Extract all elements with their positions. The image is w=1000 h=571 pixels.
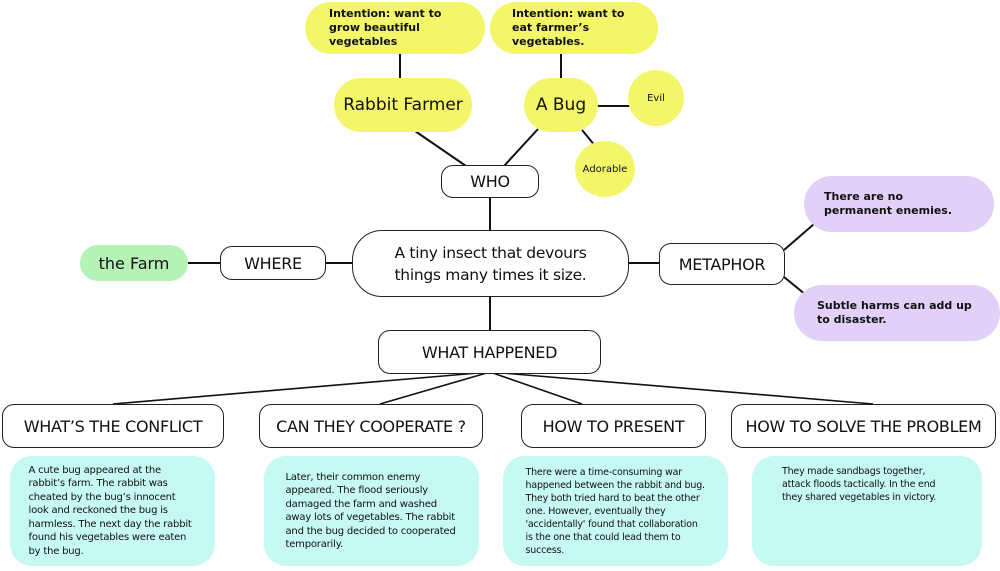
place-label: the Farm — [98, 253, 170, 273]
center-text: A tiny insect that devours things many t… — [394, 243, 587, 284]
metaphor-item-2: Subtle harms can add up to disaster. — [794, 285, 1000, 341]
branch-present-text: There were a time-consuming war happened… — [525, 466, 706, 556]
branch-conflict-body: A cute bug appeared at the rabbit’s farm… — [10, 456, 215, 566]
bug-intention-node: Intention: want to eat farmer’s vegetabl… — [490, 2, 658, 54]
branch-cooperate-body: Later, their common enemy appeared. The … — [264, 456, 479, 566]
trait-evil-node: Evil — [628, 70, 684, 126]
connector-branch-2 — [379, 371, 491, 405]
rabbit-farmer-node: Rabbit Farmer — [334, 78, 472, 132]
branch-conflict-text: A cute bug appeared at the rabbit’s farm… — [28, 464, 192, 557]
connector-branch-1 — [112, 371, 491, 405]
branch-conflict-title: WHAT’S THE CONFLICT — [23, 416, 203, 436]
rabbit-intention-text: Intention: want to grow beautiful vegeta… — [329, 7, 442, 48]
metaphor-label: METAPHOR — [678, 254, 766, 274]
who-node: WHO — [441, 165, 539, 198]
metaphor-item-1-text: There are no permanent enemies. — [824, 190, 953, 217]
place-node: the Farm — [80, 245, 188, 281]
branch-conflict-header: WHAT’S THE CONFLICT — [2, 404, 224, 448]
connector-who-rabbit — [414, 130, 467, 167]
metaphor-node: METAPHOR — [659, 243, 785, 285]
branch-cooperate-header: CAN THEY COOPERATE ? — [259, 404, 483, 448]
what-happened-node: WHAT HAPPENED — [378, 330, 601, 374]
branch-present-body: There were a time-consuming war happened… — [503, 456, 728, 566]
where-node: WHERE — [220, 246, 326, 280]
branch-cooperate-title: CAN THEY COOPERATE ? — [276, 416, 466, 436]
center-node: A tiny insect that devours things many t… — [352, 230, 629, 297]
branch-solve-text: They made sandbags together, attack floo… — [782, 466, 937, 503]
rabbit-farmer-label: Rabbit Farmer — [343, 95, 463, 115]
connector-branch-4 — [489, 371, 874, 405]
what-happened-label: WHAT HAPPENED — [421, 342, 558, 362]
connector-metaphor-item1 — [783, 223, 815, 251]
branch-present-title: HOW TO PRESENT — [542, 416, 685, 436]
trait-evil-label: Evil — [647, 92, 665, 104]
branch-solve-header: HOW TO SOLVE THE PROBLEM — [731, 404, 996, 448]
bug-node: A Bug — [524, 78, 598, 132]
metaphor-item-1: There are no permanent enemies. — [804, 176, 994, 232]
trait-adorable-node: Adorable — [575, 141, 635, 197]
branch-cooperate-text: Later, their common enemy appeared. The … — [285, 471, 456, 551]
branch-present-header: HOW TO PRESENT — [521, 404, 706, 448]
branch-solve-body: They made sandbags together, attack floo… — [752, 456, 982, 566]
metaphor-item-2-text: Subtle harms can add up to disaster. — [817, 299, 972, 326]
bug-intention-text: Intention: want to eat farmer’s vegetabl… — [512, 7, 625, 48]
connector-who-bug — [503, 128, 539, 167]
connector-branch-3 — [489, 371, 583, 405]
where-label: WHERE — [244, 253, 302, 273]
who-label: WHO — [470, 172, 510, 191]
branch-solve-title: HOW TO SOLVE THE PROBLEM — [745, 416, 982, 436]
trait-adorable-label: Adorable — [582, 163, 628, 175]
rabbit-intention-node: Intention: want to grow beautiful vegeta… — [305, 2, 485, 54]
bug-label: A Bug — [535, 95, 587, 115]
